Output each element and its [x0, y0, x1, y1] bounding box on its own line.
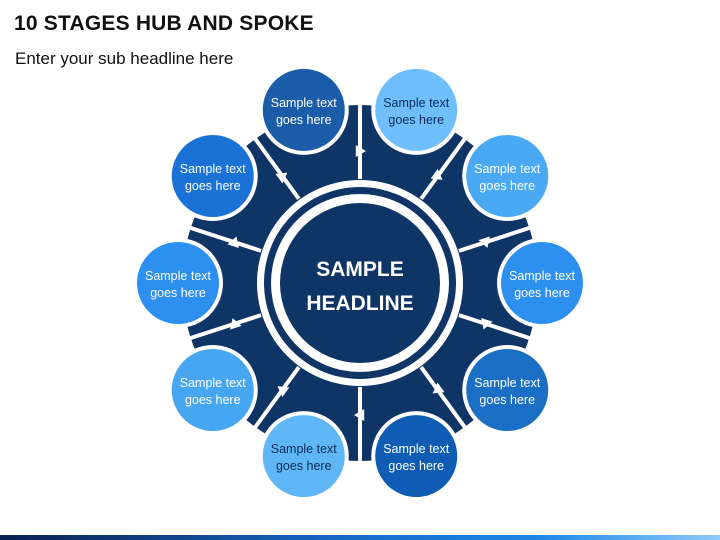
flow-arrow: [430, 168, 443, 180]
stage-text-line1: Sample text: [271, 442, 338, 456]
flow-arrow: [230, 318, 242, 330]
stage-text-line2: goes here: [514, 286, 570, 300]
stage-text-line1: Sample text: [474, 376, 541, 390]
stage-circle: [501, 242, 583, 324]
hub-headline-line1: SAMPLE: [316, 258, 404, 281]
stage-text-line1: Sample text: [474, 162, 541, 176]
stage-text-line1: Sample text: [509, 269, 576, 283]
spoke-divider: [249, 365, 301, 435]
stage-circle: [262, 68, 345, 151]
flow-arrow: [277, 386, 290, 398]
spoke-divider: [182, 223, 262, 253]
spoke-divider: [182, 313, 262, 343]
stage-text-line2: goes here: [479, 393, 535, 407]
spoke-divider: [419, 365, 471, 435]
stage-3: Sample text goes here: [462, 131, 553, 222]
stage-circle: [375, 68, 458, 151]
flow-arrows: [227, 145, 493, 421]
stage-circle: [171, 348, 254, 431]
stage-circle: [466, 348, 549, 431]
stage-circle: [171, 135, 254, 218]
page-title: 10 STAGES HUB AND SPOKE: [14, 12, 314, 35]
stage-circle: [137, 242, 219, 324]
stage-circle: [375, 415, 458, 498]
stage-text-line2: goes here: [150, 286, 206, 300]
stage-circle: [466, 135, 549, 218]
flow-arrow: [478, 236, 490, 248]
stage-7: Sample text goes here: [258, 411, 349, 502]
flow-arrow: [275, 172, 288, 184]
stage-9: Sample text goes here: [133, 238, 223, 328]
spoke-divider: [458, 223, 538, 253]
stage-circle: [262, 415, 345, 498]
hub-circle: [280, 203, 440, 363]
page-subtitle: Enter your sub headline here: [15, 49, 234, 68]
stage-2: Sample text goes here: [371, 64, 462, 155]
stage-text-line1: Sample text: [383, 442, 450, 456]
flow-arrow: [354, 409, 365, 421]
stage-text-line2: goes here: [479, 179, 535, 193]
stage-6: Sample text goes here: [371, 411, 462, 502]
stage-text-line2: goes here: [276, 459, 332, 473]
flow-arrow: [227, 236, 239, 249]
hub: SAMPLE HEADLINE: [257, 180, 463, 386]
stage-text-line1: Sample text: [383, 96, 450, 110]
stage-text-line2: goes here: [388, 459, 444, 473]
stage-text-line2: goes here: [185, 393, 241, 407]
hub-headline-line2: HEADLINE: [306, 292, 413, 315]
stage-text-line2: goes here: [185, 179, 241, 193]
stage-8: Sample text goes here: [167, 344, 258, 435]
stage-1: Sample text goes here: [258, 64, 349, 155]
stage-4: Sample text goes here: [497, 238, 587, 328]
stage-text-line1: Sample text: [145, 269, 212, 283]
spoke-divider: [419, 131, 471, 201]
stage-text-line2: goes here: [276, 113, 332, 127]
stage-text-line1: Sample text: [180, 376, 247, 390]
flow-arrow: [355, 145, 366, 157]
stage-text-line2: goes here: [388, 113, 444, 127]
spoke-divider: [249, 131, 301, 201]
stage-10: Sample text goes here: [167, 131, 258, 222]
stage-5: Sample text goes here: [462, 344, 553, 435]
flow-arrow: [432, 382, 445, 394]
flow-arrow: [481, 317, 493, 330]
spoke-divider: [458, 313, 538, 343]
stage-text-line1: Sample text: [271, 96, 338, 110]
stage-text-line1: Sample text: [180, 162, 247, 176]
bottom-accent-bar: [0, 535, 720, 540]
spoke-lines: [182, 97, 538, 469]
